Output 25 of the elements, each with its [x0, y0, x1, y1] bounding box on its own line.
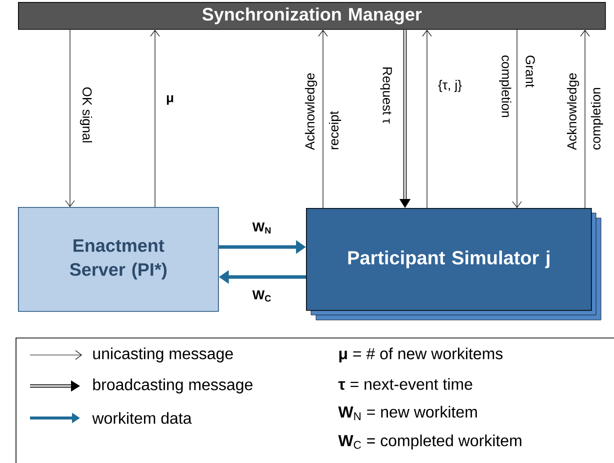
arrow	[422, 30, 432, 208]
edge-label: W$_{N}$	[251, 221, 273, 235]
edge-label: Request τ	[379, 65, 393, 125]
manager-bar: Synchronization Manager	[18, 2, 606, 30]
arrow	[580, 30, 590, 208]
edge-label: μ	[165, 94, 175, 106]
simulator-box: Participant Simulator j	[306, 208, 592, 311]
edge-label: Acknowledge completion	[566, 73, 604, 150]
legend-definition: τ = next-event time	[338, 378, 472, 390]
arrow	[65, 30, 75, 207]
edge-label: Grant completion	[499, 56, 535, 117]
edge-label: Acknowledge receipt	[304, 73, 342, 150]
server-box: Enactment Server (PI*)	[18, 207, 219, 312]
legend-definition: μ = # of new workitems	[339, 348, 503, 362]
legend-text: workitem data	[92, 412, 192, 424]
edge-label: W$_{C}$	[251, 289, 273, 303]
arrow	[512, 30, 522, 208]
legend-definition: W$_{C}$ = completed workitem	[338, 434, 522, 450]
edge-label: {τ, j}	[437, 78, 463, 94]
edge-label: OK signal	[78, 86, 94, 144]
legend-text: broadcasting message	[93, 378, 252, 394]
legend-definition: W$_{N}$ = new workitem	[338, 406, 477, 420]
legend-text: unicasting message	[93, 348, 233, 362]
arrow	[318, 30, 328, 208]
arrow	[150, 30, 160, 208]
